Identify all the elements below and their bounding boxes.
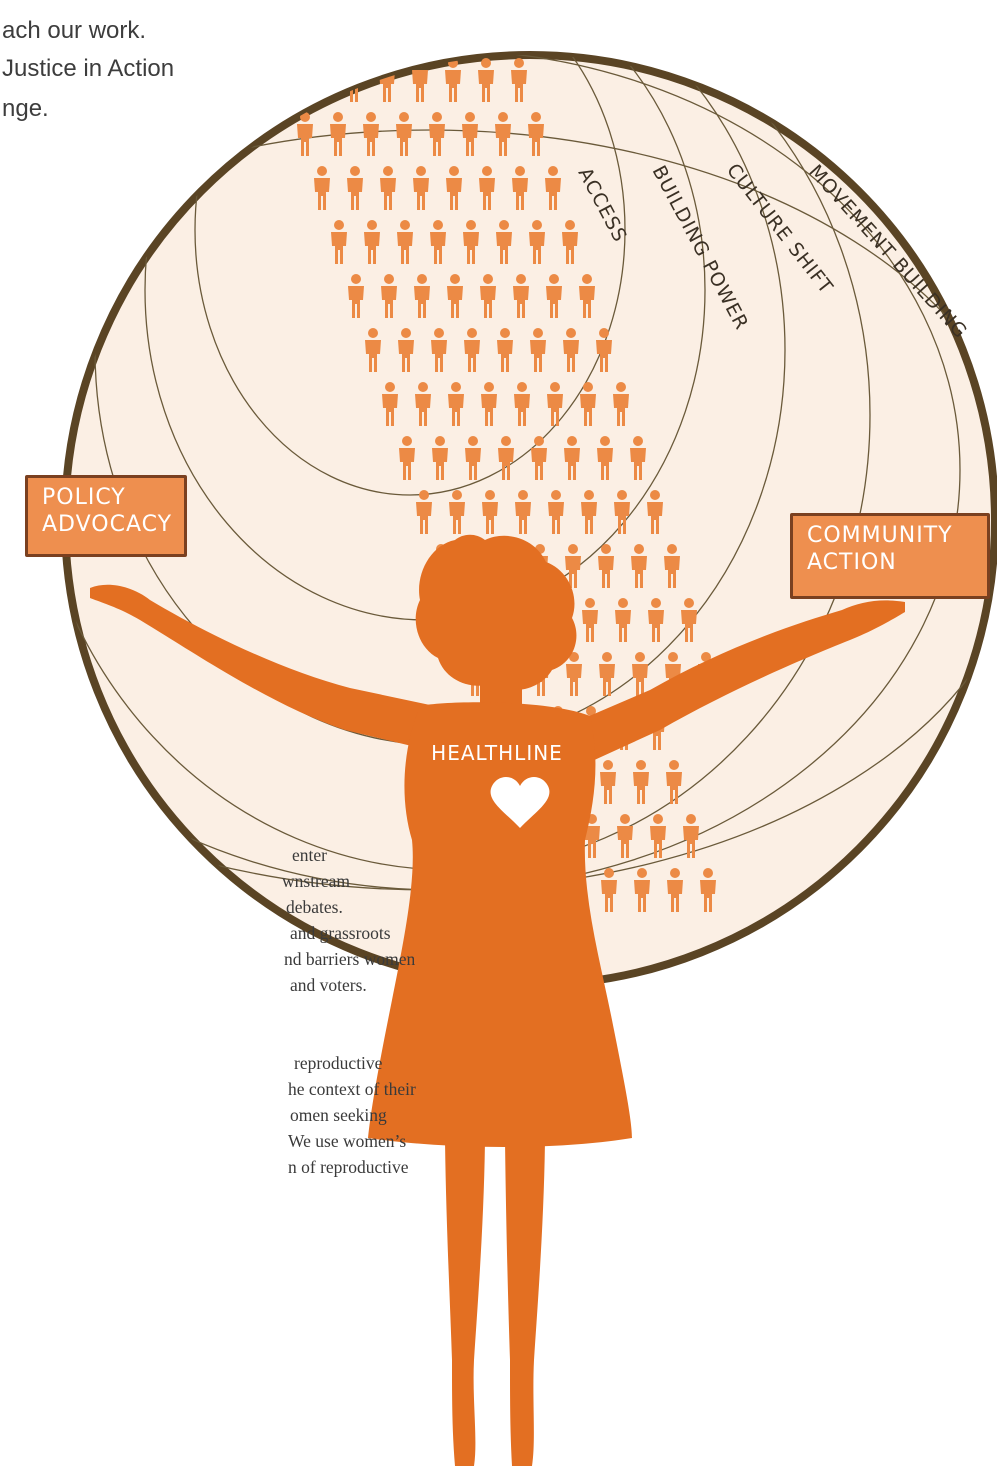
paragraph-1-line: debates. [286, 897, 343, 917]
paragraph-2-line: reproductive [294, 1053, 383, 1073]
woman-silhouette [90, 534, 905, 1466]
sign-right-line-2: ACTION [807, 550, 897, 575]
sign-left-line-1: POLICY [42, 485, 126, 510]
right-arm [580, 600, 905, 762]
paragraph-2-line: n of reproductive [288, 1157, 409, 1177]
paragraph-2-line: We use women’s [288, 1131, 407, 1151]
intro-line-3: nge. [2, 95, 49, 122]
hair [415, 534, 577, 691]
intro-line-2: Justice in Action [2, 55, 175, 82]
person-icon [280, 58, 296, 102]
paragraph-1-line: wnstream [282, 871, 351, 891]
sign-left-line-2: ADVOCACY [42, 512, 173, 537]
paragraph-2-line: he context of their [288, 1079, 416, 1099]
paragraph-1: enter wnstream debates. and grassroots n… [0, 842, 415, 998]
paragraph-1-line: and grassroots [290, 923, 391, 943]
paragraph-1-line: enter [292, 845, 327, 865]
heart-icon [490, 777, 550, 828]
left-leg [445, 1140, 485, 1466]
paragraph-2-line: omen seeking [290, 1105, 387, 1125]
paragraph-1-line: and voters. [290, 975, 367, 995]
paragraph-2: reproductive he context of their omen se… [0, 1050, 416, 1180]
person-icon [313, 58, 329, 102]
sign-right-line-1: COMMUNITY [807, 523, 953, 548]
sign-policy-advocacy: POLICY ADVOCACY [25, 475, 187, 557]
left-arm [90, 584, 430, 748]
ring-access [194, 55, 626, 496]
right-leg [505, 1140, 545, 1466]
paragraph-1-line: nd barriers women [284, 949, 416, 969]
sign-community-action: COMMUNITY ACTION [790, 513, 990, 599]
dress [368, 702, 632, 1147]
intro-line-1: ach our work. [2, 17, 147, 44]
figure-label: HEALTHLINE [431, 741, 563, 765]
